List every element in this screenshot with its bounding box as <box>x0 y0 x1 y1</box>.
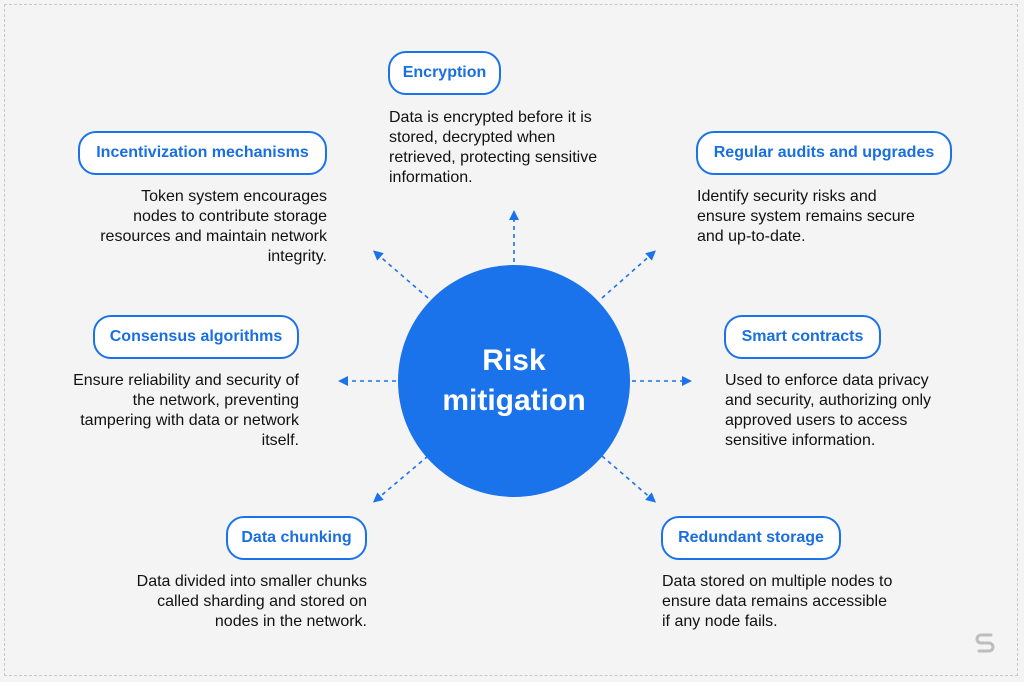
arrow-chunking <box>372 455 429 503</box>
incentivization-pill: Incentivization mechanisms <box>78 131 327 175</box>
arrow-redundant <box>601 455 657 503</box>
arrow-audits <box>601 250 656 299</box>
smart-contracts-description: Used to enforce data privacy and securit… <box>725 372 932 449</box>
chunking-pill: Data chunking <box>226 516 367 560</box>
arrow-incentivization <box>372 250 429 299</box>
hub-label: Risk mitigation <box>442 344 586 417</box>
encryption-description: Data is encrypted before it is stored, d… <box>389 109 598 186</box>
audits-description: Identify security risks and ensure syste… <box>697 188 915 245</box>
smart-contracts-pill: Smart contracts <box>724 315 881 359</box>
consensus-pill: Consensus algorithms <box>93 315 299 359</box>
incentivization-description: Token system encourages nodes to contrib… <box>100 188 327 265</box>
diagram-frame <box>4 4 1018 676</box>
redundant-description: Data stored on multiple nodes to ensure … <box>662 573 893 630</box>
chunking-description: Data divided into smaller chunks called … <box>136 573 367 630</box>
consensus-description: Ensure reliability and security of the n… <box>73 372 299 449</box>
risk-mitigation-hub: Risk mitigation <box>398 265 630 497</box>
brand-logo-icon <box>975 633 995 653</box>
encryption-pill: Encryption <box>388 51 501 95</box>
audits-pill: Regular audits and upgrades <box>696 131 952 175</box>
redundant-pill: Redundant storage <box>661 516 841 560</box>
